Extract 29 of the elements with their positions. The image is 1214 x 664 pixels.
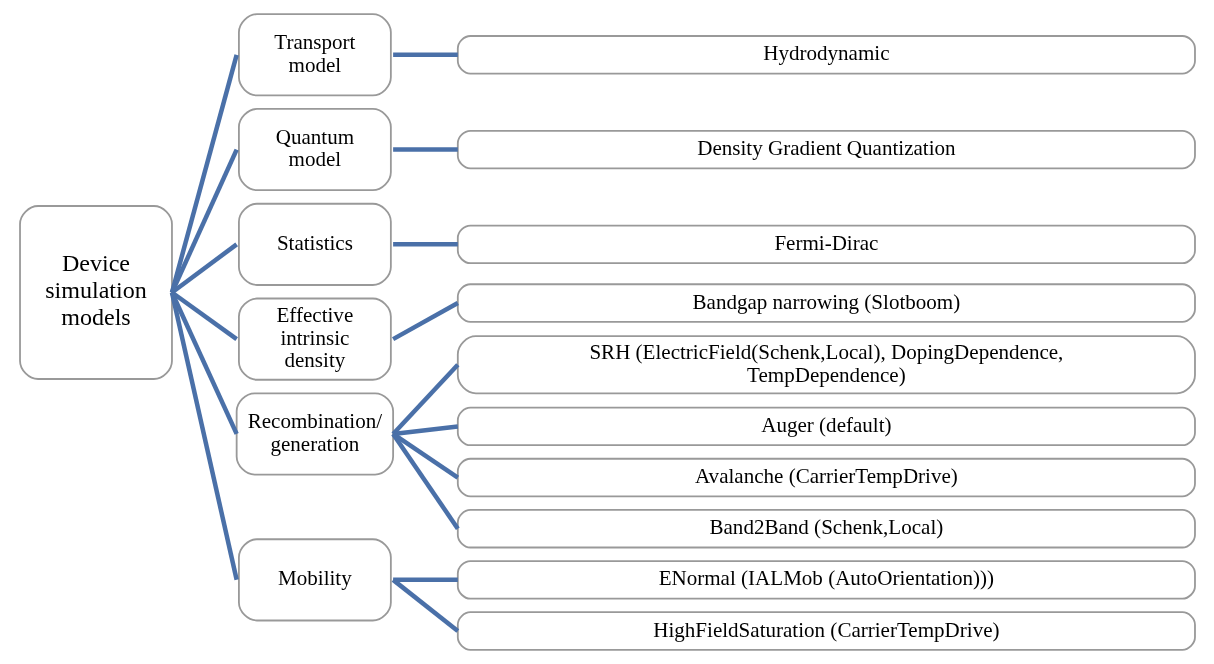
node-box: Transport model [237, 13, 392, 97]
node-box: Mobility [237, 538, 392, 622]
node-box: Fermi-Dirac [456, 224, 1196, 265]
connector [390, 432, 460, 530]
node-box: Statistics [237, 202, 392, 286]
node-box: Effective intrinsic density [237, 297, 392, 381]
node-box: Auger (default) [456, 406, 1196, 447]
connector [390, 363, 459, 436]
connector [392, 52, 458, 58]
connector [391, 432, 459, 480]
node-box: SRH (ElectricField(Schenk,Local), DopingDependence, TempDependence) [456, 335, 1196, 395]
connector [169, 148, 239, 294]
node-box: Band2Band (Schenk,Local) [456, 509, 1196, 549]
node-box: Device simulation models [18, 205, 173, 380]
node-box: Recombination/ generation [235, 392, 394, 476]
connector [391, 301, 459, 342]
connector [392, 577, 458, 583]
connector [391, 578, 459, 633]
connector [392, 242, 458, 247]
connector [169, 54, 239, 294]
node-box: Quantum model [237, 108, 392, 192]
node-box: Bandgap narrowing (Slotboom) [456, 283, 1196, 323]
node-box: ENormal (IALMob (AutoOrientation))) [456, 560, 1196, 600]
node-box: Density Gradient Quantization [456, 129, 1196, 170]
node-box: HighFieldSaturation (CarrierTempDrive) [456, 611, 1196, 651]
node-box: Hydrodynamic [456, 35, 1196, 75]
node-box: Avalanche (CarrierTempDrive) [456, 457, 1196, 498]
connector [392, 147, 458, 152]
connector [169, 292, 239, 581]
